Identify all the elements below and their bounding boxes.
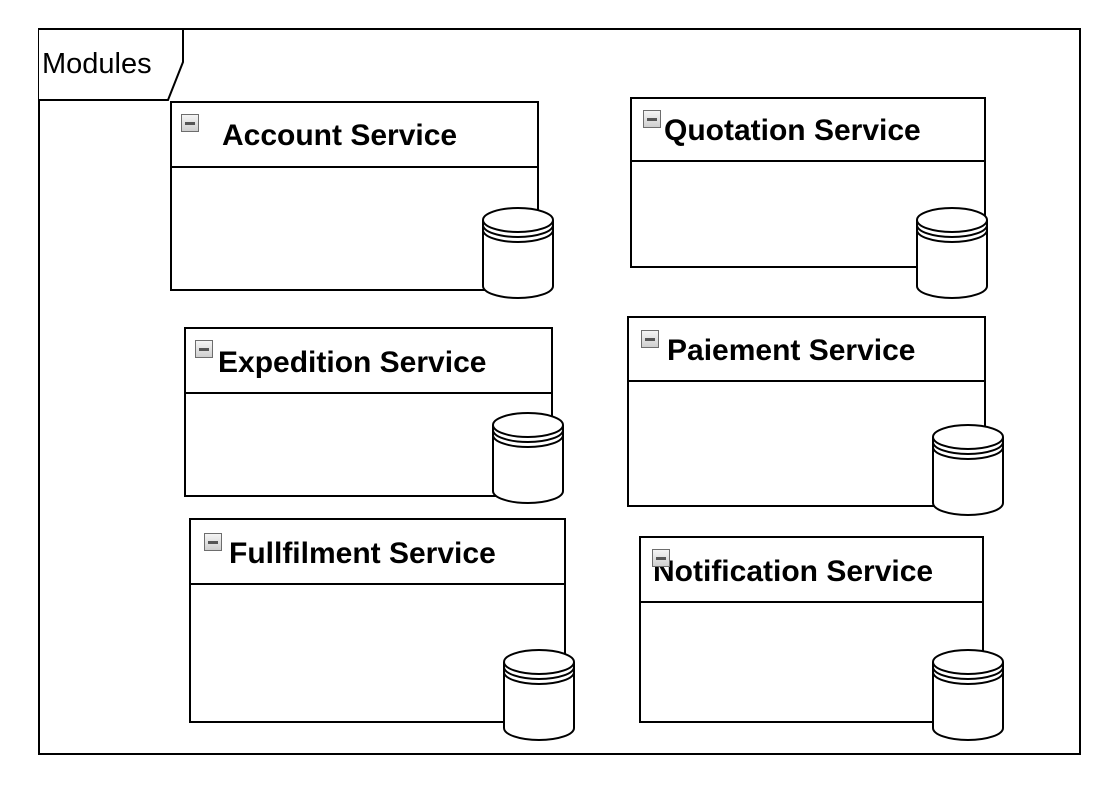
module-header — [172, 103, 537, 168]
modules-frame — [38, 28, 1081, 755]
collapse-icon[interactable] — [652, 549, 670, 567]
collapse-icon[interactable] — [204, 533, 222, 551]
module-header — [632, 99, 984, 162]
module-expedition-service[interactable]: Expedition Service — [184, 327, 553, 497]
collapse-icon[interactable] — [181, 114, 199, 132]
module-title: Paiement Service — [667, 334, 916, 367]
module-title: Notification Service — [653, 555, 934, 588]
database-icon — [932, 649, 1004, 741]
module-title: Fullfilment Service — [229, 537, 496, 570]
database-icon — [932, 424, 1004, 516]
module-title: Expedition Service — [218, 346, 487, 379]
database-icon — [916, 207, 988, 299]
database-icon — [492, 412, 564, 504]
module-paiement-service[interactable]: Paiement Service — [627, 316, 986, 507]
collapse-icon[interactable] — [643, 110, 661, 128]
module-title: Account Service — [222, 119, 458, 152]
frame-label: Modules — [42, 48, 152, 80]
module-header — [186, 329, 551, 394]
database-icon — [482, 207, 554, 299]
module-header — [191, 520, 564, 585]
module-title: Quotation Service — [664, 114, 921, 147]
collapse-icon[interactable] — [641, 330, 659, 348]
collapse-icon[interactable] — [195, 340, 213, 358]
frame-tab — [39, 28, 184, 101]
database-icon — [503, 649, 575, 741]
module-header — [629, 318, 984, 382]
module-header — [641, 538, 982, 603]
module-notification-service[interactable]: Notification Service — [639, 536, 984, 723]
module-account-service[interactable]: Account Service — [170, 101, 539, 291]
